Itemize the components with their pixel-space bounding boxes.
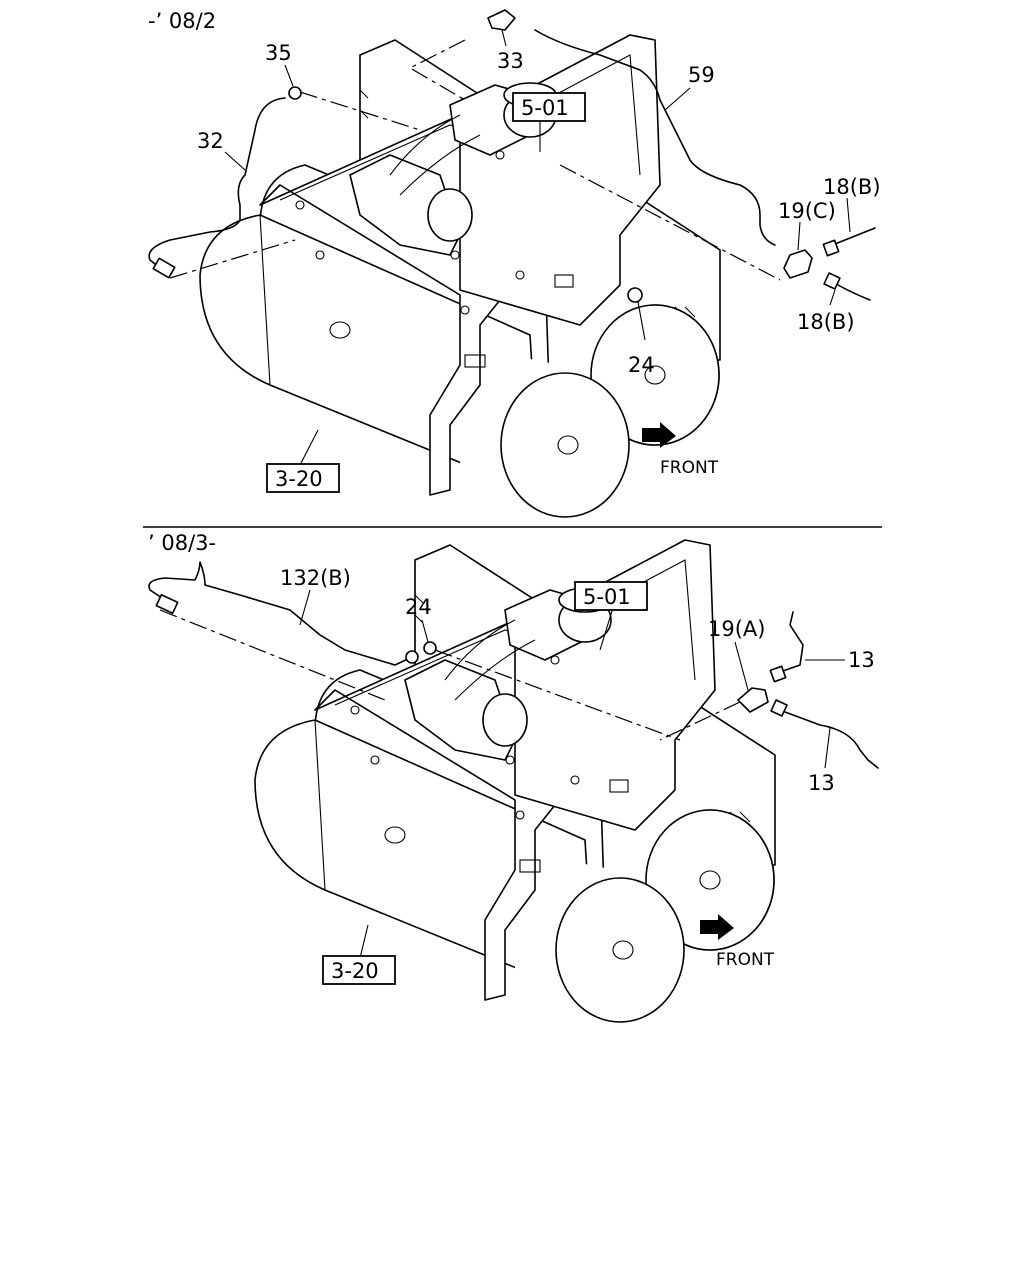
front-arrow-icon-bottom <box>700 914 734 940</box>
fitting-32 <box>152 257 176 279</box>
nut-24-bottom <box>423 641 437 655</box>
tee-19a <box>737 687 769 713</box>
top-leader-4 <box>559 164 781 281</box>
callout-32: 32 <box>197 129 224 153</box>
ref-frame-top: 5-01 <box>521 96 569 120</box>
callout-18b-bottom: 18(B) <box>797 310 855 334</box>
bottom-leader-3 <box>659 701 741 741</box>
nut-132b <box>405 650 419 664</box>
callout-13-top: 13 <box>848 648 875 672</box>
ref-box-frame-top <box>512 92 586 122</box>
bottom-callout-leaders <box>299 589 845 959</box>
nut-24-top <box>627 287 643 303</box>
top-leader-1 <box>408 39 466 101</box>
callout-132b: 132(B) <box>280 566 351 590</box>
top-assembly <box>199 34 721 518</box>
nut-13-top <box>769 665 787 683</box>
line-13-top <box>779 611 804 673</box>
ref-box-frame-bottom <box>574 581 648 611</box>
tee-19c <box>783 249 813 279</box>
bottom-diagram: ’ 08/3- 132(B) 24 19(A) 13 13 5-01 3-20 … <box>148 531 879 1023</box>
ref-tank-top: 3-20 <box>275 467 323 491</box>
top-diagram: -’ 08/2 35 33 59 32 18(B) 19(C) 18(B) 24… <box>148 9 881 518</box>
ref-tank-bottom: 3-20 <box>331 959 379 983</box>
bottom-leader-2 <box>434 649 681 741</box>
callout-35: 35 <box>265 41 292 65</box>
union-33 <box>487 9 516 31</box>
callout-59: 59 <box>688 63 715 87</box>
line-13-bottom <box>784 711 879 769</box>
pipe-32 <box>148 97 286 269</box>
callout-24-top: 24 <box>628 353 655 377</box>
ref-box-tank-bottom <box>322 955 396 985</box>
top-leader-3 <box>169 239 296 279</box>
ref-frame-bottom: 5-01 <box>583 585 631 609</box>
callout-19a: 19(A) <box>708 617 765 641</box>
callout-24-bottom: 24 <box>405 595 432 619</box>
top-leader-2 <box>299 91 421 131</box>
front-arrow-icon-top <box>642 422 676 448</box>
nut-13-bottom <box>770 699 788 717</box>
nut-18b-top <box>822 239 840 257</box>
bottom-date-label: ’ 08/3- <box>148 531 216 555</box>
callout-19c: 19(C) <box>778 199 836 223</box>
pipe-59 <box>534 29 776 246</box>
pipe-132b <box>148 561 411 666</box>
bottom-leader-1 <box>159 609 386 701</box>
nut-18b-bottom <box>823 272 841 290</box>
bottom-assembly <box>254 539 776 1023</box>
nut-35 <box>288 86 302 100</box>
callout-33: 33 <box>497 49 524 73</box>
callout-18b-top: 18(B) <box>823 175 881 199</box>
top-date-label: -’ 08/2 <box>148 9 216 33</box>
callout-13-bottom: 13 <box>808 771 835 795</box>
front-label-top: FRONT <box>660 458 719 478</box>
top-callout-leaders <box>224 29 851 466</box>
fitting-132b <box>155 593 179 615</box>
front-label-bottom: FRONT <box>716 950 775 970</box>
ref-box-tank-top <box>266 463 340 493</box>
